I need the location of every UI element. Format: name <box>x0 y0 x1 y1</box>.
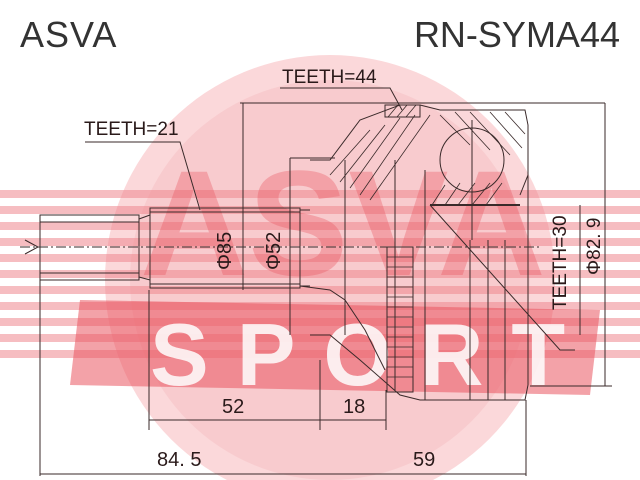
brand-title: ASVA <box>20 14 118 55</box>
svg-text:SPORT: SPORT <box>150 305 593 404</box>
label-dia-85: Φ85 <box>214 232 236 270</box>
svg-text:ASVA: ASVA <box>140 139 546 307</box>
label-len-52: 52 <box>222 396 244 418</box>
label-teeth-30: TEETH=30 <box>550 215 571 310</box>
label-teeth-44: TEETH=44 <box>282 67 377 88</box>
label-len-59: 59 <box>413 449 435 471</box>
label-teeth-21: TEETH=21 <box>84 119 179 140</box>
shaft-body <box>149 207 301 289</box>
label-len-18: 18 <box>343 396 365 418</box>
label-dia-52: Φ52 <box>263 232 285 270</box>
part-number: RN-SYMA44 <box>413 14 620 55</box>
housing-outline <box>310 104 529 196</box>
avito-watermark: Avito <box>553 436 620 469</box>
abs-ring <box>386 246 414 393</box>
label-dia-82-9: Φ82. 9 <box>584 218 605 275</box>
leader-teeth21 <box>85 141 201 211</box>
label-len-84-5: 84. 5 <box>157 449 201 471</box>
